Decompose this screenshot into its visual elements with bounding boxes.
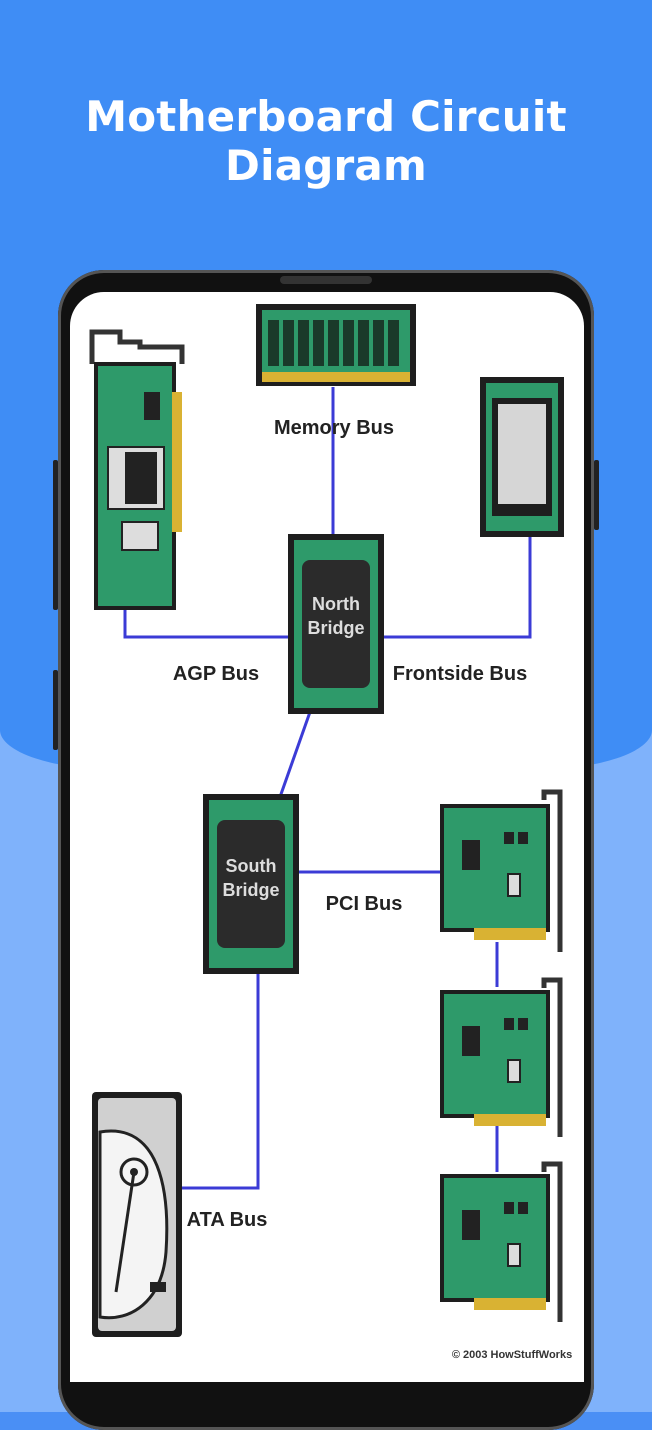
south-bridge-chip: South Bridge [203, 794, 299, 974]
motherboard-diagram: Memory Bus AGP Bus Frontside Bus North [89, 304, 572, 1361]
agp-bus-line [123, 610, 295, 639]
ata-bus-label: ATA Bus [187, 1209, 268, 1231]
hard-drive [92, 1092, 182, 1337]
page-title: Motherboard Circuit Diagram [85, 92, 567, 190]
south-bridge-label-line1: South [226, 856, 277, 876]
ata-bus-line [180, 972, 260, 1190]
bus-lines [123, 387, 532, 1190]
pci-card [440, 977, 563, 1137]
agp-card [89, 329, 185, 610]
phone-screen: Memory Bus AGP Bus Frontside Bus North [70, 292, 584, 1382]
phone-side-button [594, 460, 599, 530]
pci-card [440, 1161, 563, 1322]
frontside-bus-label: Frontside Bus [393, 663, 527, 685]
frontside-bus-line [380, 537, 532, 639]
pci-card [440, 789, 563, 952]
copyright-text: © 2003 HowStuffWorks [452, 1349, 572, 1361]
north-bridge-label-line2: Bridge [307, 618, 364, 638]
north-south-link [278, 711, 312, 798]
pci-bus-label: PCI Bus [326, 893, 403, 915]
memory-module [256, 304, 416, 386]
north-bridge-chip: North Bridge [288, 534, 384, 714]
phone-side-button [53, 460, 58, 610]
phone-notch [280, 276, 372, 284]
memory-bus-label: Memory Bus [274, 417, 394, 439]
south-bridge-label-line2: Bridge [222, 880, 279, 900]
cpu-chip [480, 377, 564, 537]
phone-side-button [53, 670, 58, 750]
north-bridge-label-line1: North [312, 594, 360, 614]
agp-bus-label: AGP Bus [173, 663, 259, 685]
